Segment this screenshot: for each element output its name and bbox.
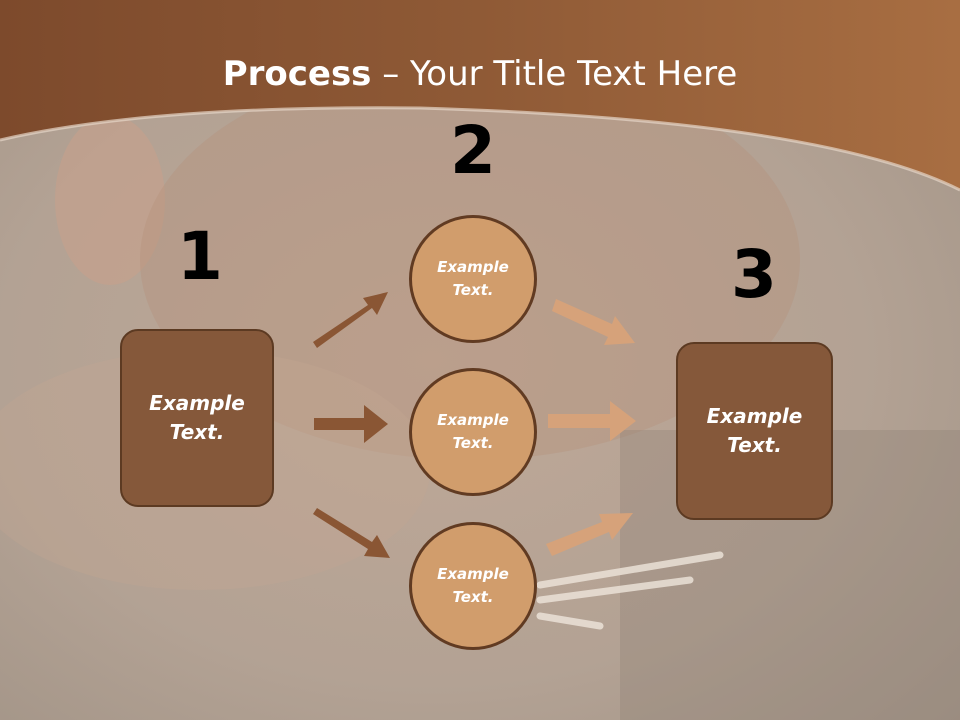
background-powder-lines	[536, 551, 724, 630]
title-bold: Process	[222, 54, 372, 94]
background-ear-shape	[55, 115, 165, 285]
left-box[interactable]: Example Text.	[120, 329, 274, 507]
circle-bottom[interactable]: Example Text.	[409, 522, 537, 650]
slide-title: Process – Your Title Text Here	[0, 52, 960, 96]
circle-top[interactable]: Example Text.	[409, 215, 537, 343]
circle-middle-label: Example Text.	[437, 411, 509, 452]
right-box[interactable]: Example Text.	[676, 342, 833, 520]
arrow-right-middle	[314, 405, 388, 443]
right-box-label: Example Text.	[706, 404, 803, 457]
circle-bottom-label: Example Text.	[437, 565, 509, 606]
arrow-to-3-middle	[548, 401, 636, 441]
circle-middle[interactable]: Example Text.	[409, 368, 537, 496]
arrow-to-3-bottom	[546, 513, 633, 556]
arrow-to-3-top	[552, 299, 635, 345]
left-box-label: Example Text.	[149, 391, 245, 444]
step-number-2: 2	[450, 112, 496, 189]
arrow-up-right	[313, 292, 388, 348]
header-curve-line	[0, 106, 960, 192]
step-number-3: 3	[731, 236, 777, 313]
title-rest: – Your Title Text Here	[371, 54, 738, 94]
header-band	[0, 0, 960, 190]
step-number-1: 1	[177, 218, 223, 295]
arrow-down-right	[313, 508, 390, 558]
circle-top-label: Example Text.	[437, 258, 509, 299]
